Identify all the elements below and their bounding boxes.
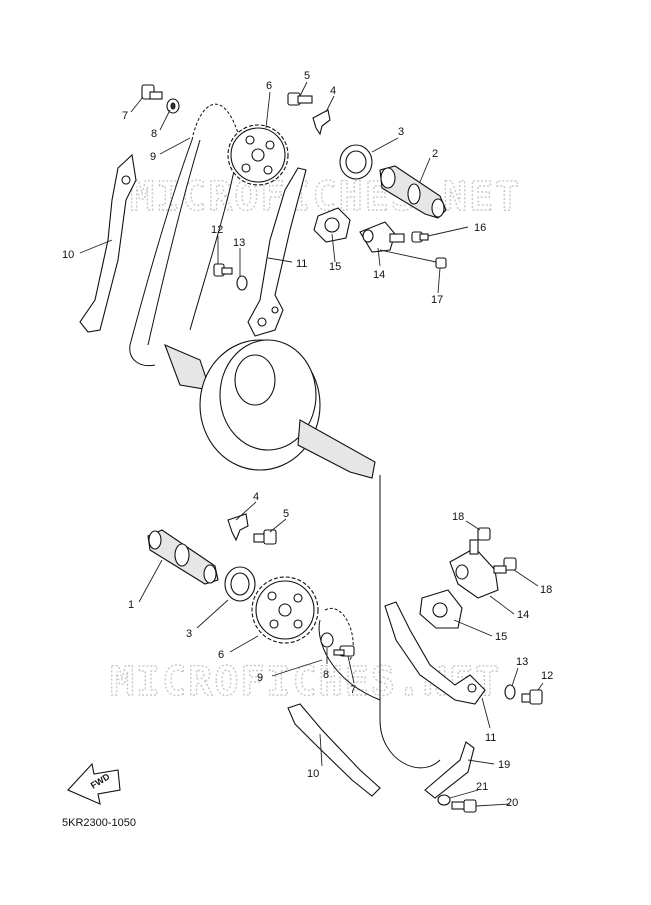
bolt-7-top <box>141 84 163 100</box>
callout-18b-bottom: 18 <box>540 584 552 596</box>
callout-4-bottom: 4 <box>253 491 259 503</box>
callout-5-bottom: 5 <box>283 508 289 520</box>
callouts: 2 3 4 5 6 7 8 9 10 11 12 13 14 15 16 17 … <box>62 70 553 809</box>
callout-10-bottom: 10 <box>307 768 319 780</box>
cam-sprocket-top <box>227 124 289 186</box>
washer-13-top <box>236 275 248 291</box>
pin-4-top <box>312 109 331 136</box>
callout-4-top: 4 <box>330 85 336 97</box>
pin-4-bottom <box>227 513 249 542</box>
callout-19: 19 <box>498 759 510 771</box>
callout-11-bottom: 11 <box>485 732 496 744</box>
callout-8-bottom: 8 <box>323 669 329 681</box>
callout-6-bottom: 6 <box>218 649 224 661</box>
cam-sprocket-bottom <box>251 576 319 644</box>
callout-2-top: 2 <box>432 148 438 160</box>
callout-13-bottom: 13 <box>516 656 528 668</box>
callout-8-top: 8 <box>151 128 157 140</box>
diagram-code: 5KR2300-1050 <box>62 817 136 829</box>
callout-21: 21 <box>476 781 488 793</box>
callout-10-top: 10 <box>62 249 74 261</box>
chain-guide-top <box>79 153 137 333</box>
callout-3-top: 3 <box>398 126 404 138</box>
callout-11-top: 11 <box>296 258 307 270</box>
washer-8-top <box>166 98 180 114</box>
washer-13-bottom <box>504 684 516 700</box>
tensioner-14-top <box>359 221 405 253</box>
callout-13-top: 13 <box>233 237 245 249</box>
crankshaft <box>164 339 376 479</box>
gasket-15-top <box>313 207 351 243</box>
callout-14-top: 14 <box>373 269 385 281</box>
callout-3-bottom: 3 <box>186 628 192 640</box>
washer-8-bottom <box>320 632 334 648</box>
callout-1-bottom: 1 <box>128 599 134 611</box>
bolt-5-bottom <box>253 529 277 545</box>
callout-17-top: 17 <box>431 294 443 306</box>
tensioner-14-bottom <box>449 547 499 599</box>
callout-14-bottom: 14 <box>517 609 529 621</box>
tensioner-guide-11-top <box>247 167 307 337</box>
callout-18a-bottom: 18 <box>452 511 464 523</box>
chain-guide-bottom <box>287 703 381 797</box>
bolt-12-top <box>213 263 233 277</box>
bolt-18a <box>469 527 491 555</box>
bolt-20 <box>451 799 477 813</box>
callout-9-bottom: 9 <box>257 672 263 684</box>
bolt-17-top <box>435 257 447 269</box>
fwd-arrow-icon: FWD <box>67 762 121 805</box>
gasket-15-bottom <box>419 589 463 629</box>
callout-16-top: 16 <box>474 222 486 234</box>
callout-15-top: 15 <box>329 261 341 273</box>
camshaft-2-top <box>379 165 447 219</box>
callout-9-top: 9 <box>150 151 156 163</box>
callout-20: 20 <box>506 797 518 809</box>
callout-7-bottom: 7 <box>350 684 356 696</box>
tensioner-guide-11-bottom <box>384 601 486 705</box>
cam-chain-bottom <box>318 475 441 769</box>
cam-chain-top <box>129 103 241 367</box>
callout-6-top: 6 <box>266 80 272 92</box>
bearing-3-top <box>339 144 373 180</box>
washer-21 <box>437 794 451 806</box>
bolt-16-top <box>411 231 429 243</box>
callout-7-top: 7 <box>122 110 128 122</box>
callout-15-bottom: 15 <box>495 631 507 643</box>
bearing-3-bottom <box>224 566 256 602</box>
bolt-5-top <box>287 92 313 106</box>
stopper-19 <box>424 741 475 799</box>
callout-5-top: 5 <box>304 70 310 82</box>
bolt-7-bottom <box>333 645 355 657</box>
bolt-18b <box>493 557 517 574</box>
callout-12-top: 12 <box>211 224 223 236</box>
bolt-12-bottom <box>521 689 543 705</box>
camshaft-1 <box>147 529 219 585</box>
callout-12-bottom: 12 <box>541 670 553 682</box>
leader-lines <box>79 81 544 807</box>
